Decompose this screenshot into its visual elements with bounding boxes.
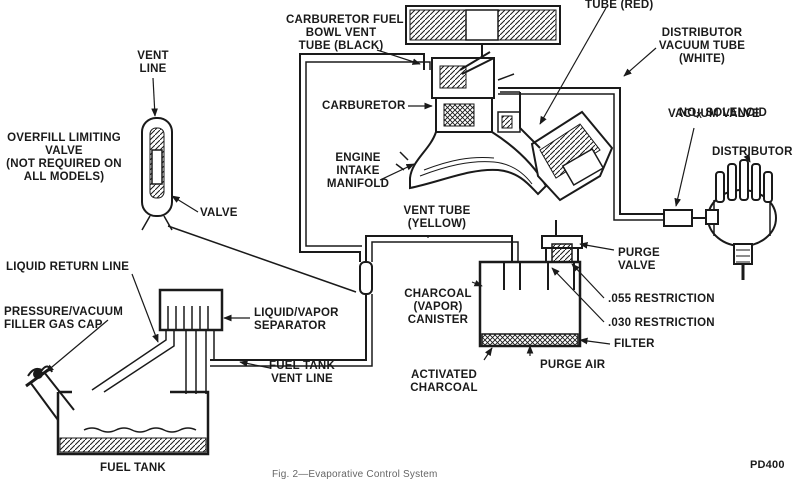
label-pressure-vacuum-cap: PRESSURE/VACUUM FILLER GAS CAP (4, 306, 124, 331)
label-nox-valve: VACUUM VALVE (668, 108, 760, 120)
leader-lines (45, 7, 751, 373)
tank-to-separator-tubes (91, 330, 215, 394)
air-cleaner-icon (405, 5, 561, 58)
label-carb-vent-tube: CARBURETOR FUEL BOWL VENT TUBE (BLACK) (286, 14, 404, 52)
figure-code: PD400 (750, 459, 785, 471)
distributor-vacuum-tube (498, 87, 664, 215)
label-liquid-return-line: LIQUID RETURN LINE (6, 261, 130, 273)
charcoal-canister-icon (478, 260, 582, 348)
label-activated-charcoal: ACTIVATED CHARCOAL (410, 369, 478, 394)
label-filter: FILTER (614, 338, 655, 350)
label-tube-red: TUBE (RED) (585, 0, 654, 11)
fuel-tank-icon (56, 390, 210, 456)
nox-solenoid-icon (663, 209, 693, 227)
vent-tube-yellow (365, 235, 513, 264)
figure-caption: Fig. 2—Evaporative Control System (272, 469, 438, 480)
label-overfill-valve: OVERFILL LIMITING VALVE (NOT REQUIRED ON… (6, 132, 122, 183)
label-restriction-055: .055 RESTRICTION (608, 293, 715, 305)
separator-icon (158, 288, 224, 332)
label-fuel-tank: FUEL TANK (100, 462, 166, 474)
label-nox-solenoid: NOX SOLENOID (678, 107, 768, 120)
label-distributor-vacuum-tube: DISTRIBUTOR VACUUM TUBE (WHITE) (658, 27, 746, 65)
engine-block-icon (519, 92, 614, 202)
vent-tube-fitting (359, 261, 373, 295)
purge-valve-icon (541, 235, 583, 269)
distributor-icon (705, 159, 777, 280)
label-charcoal-canister: CHARCOAL (VAPOR) CANISTER (404, 288, 472, 326)
intake-manifold-icon (395, 131, 548, 196)
label-liquid-vapor-separator: LIQUID/VAPOR SEPARATOR (254, 307, 339, 332)
label-distributor: DISTRIBUTOR (712, 146, 793, 158)
label-purge-valve: PURGE VALVE (618, 247, 660, 272)
label-vent-line: VENT LINE (137, 50, 169, 75)
filler-neck-icon (25, 365, 75, 421)
carburetor-icon (431, 51, 521, 133)
label-purge-air: PURGE AIR (540, 359, 606, 371)
label-vent-tube-yellow: VENT TUBE (YELLOW) (403, 205, 471, 230)
label-engine-intake-manifold: ENGINE INTAKE MANIFOLD (326, 152, 390, 190)
label-carburetor: CARBURETOR (322, 100, 406, 112)
overfill-vent-line (167, 225, 357, 293)
label-restriction-030: .030 RESTRICTION (608, 317, 715, 329)
label-fuel-tank-vent-line: FUEL TANK VENT LINE (269, 360, 335, 385)
label-valve: VALVE (200, 207, 238, 219)
overfill-valve-icon (141, 117, 173, 231)
bowl-vent-tube (299, 53, 425, 262)
